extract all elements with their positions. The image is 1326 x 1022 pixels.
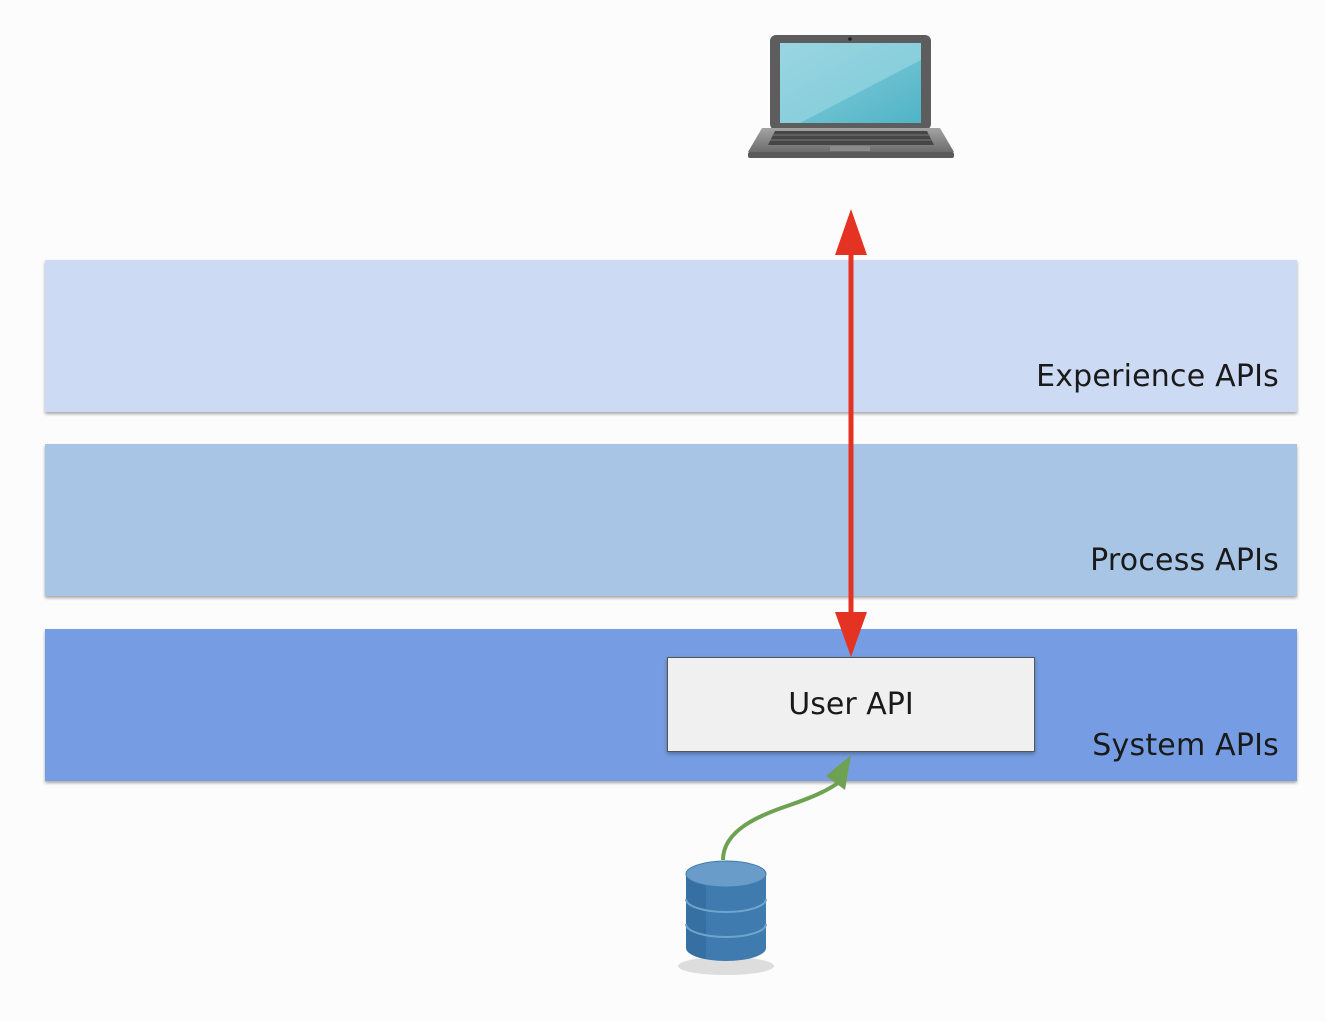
- user-api-label: User API: [788, 687, 914, 722]
- process-apis-label: Process APIs: [1090, 543, 1279, 578]
- experience-apis-label: Experience APIs: [1036, 359, 1279, 394]
- experience-apis-layer: Experience APIs: [45, 260, 1297, 412]
- user-api-box: User API: [667, 657, 1035, 752]
- system-apis-label: System APIs: [1092, 728, 1279, 763]
- process-apis-layer: Process APIs: [45, 444, 1297, 596]
